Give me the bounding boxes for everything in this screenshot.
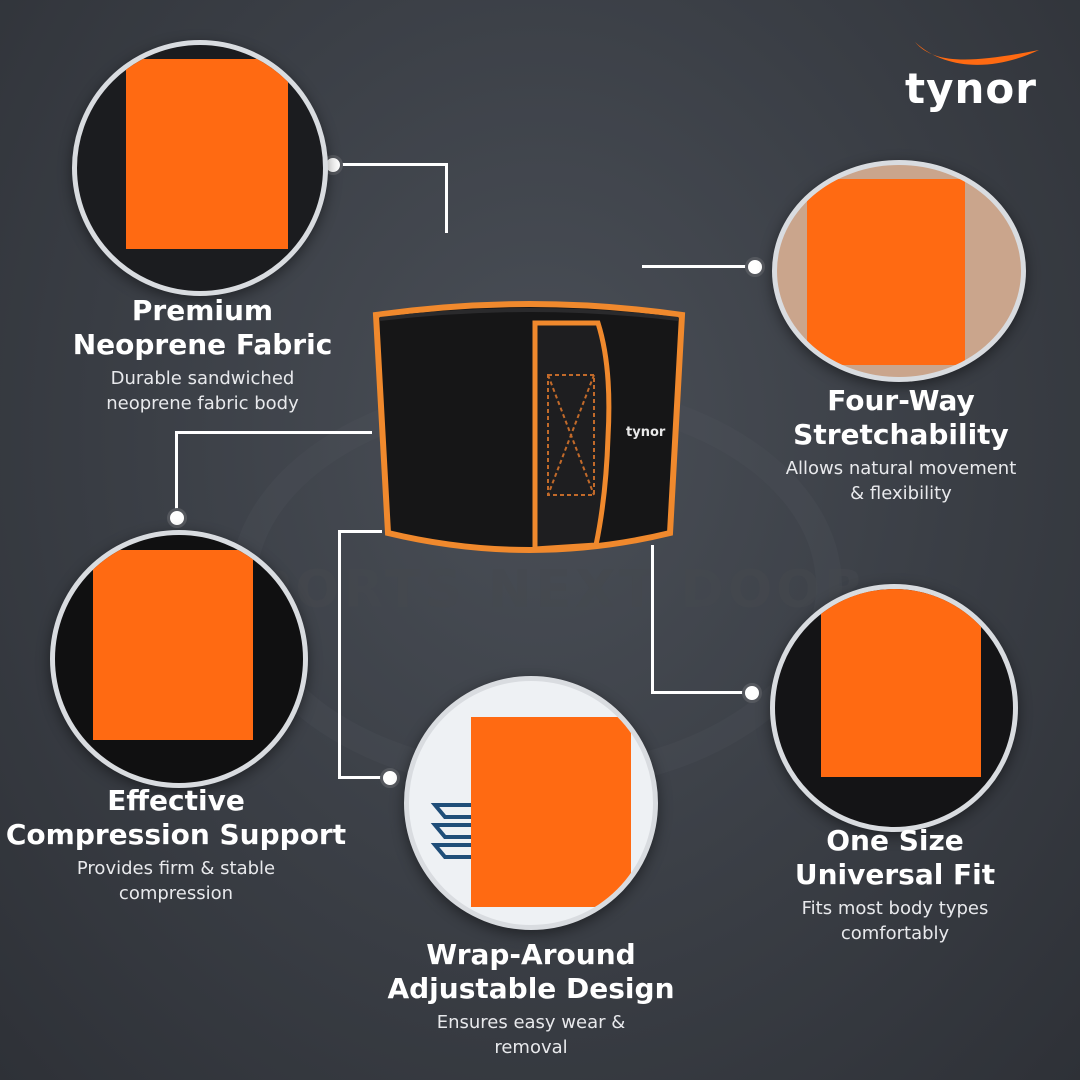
- feature-description: Ensures easy wear & removal: [370, 1010, 692, 1060]
- feature-title: Stretchability: [793, 418, 1009, 451]
- brand-logo: tynor: [905, 36, 1055, 116]
- feature-image-wrap-around: [404, 676, 658, 930]
- feature-title: Effective: [107, 784, 245, 817]
- description-line: Durable sandwiched: [110, 368, 295, 389]
- feature-description: Durable sandwiched neoprene fabric body: [40, 366, 365, 416]
- feature-title: Premium: [131, 294, 274, 327]
- connector-line: [445, 163, 448, 233]
- feature-title: Four-Way: [827, 384, 975, 417]
- description-line: Fits most body types: [801, 898, 989, 919]
- connector-line: [338, 530, 341, 778]
- image-placeholder: [821, 589, 981, 777]
- feature-description: Provides firm & stable compression: [0, 856, 352, 906]
- feature-four-way-stretch: Four-Way Stretchability Allows natural m…: [740, 384, 1062, 506]
- description-line: neoprene fabric body: [106, 393, 299, 414]
- description-line: & flexibility: [850, 483, 952, 504]
- feature-title: Wrap-Around: [426, 938, 636, 971]
- belt-brand-label: tynor: [626, 425, 666, 440]
- connector-dot: [745, 257, 765, 277]
- feature-wrap-around: Wrap-Around Adjustable Design Ensures ea…: [370, 938, 692, 1060]
- description-line: comfortably: [840, 923, 950, 944]
- feature-title: Neoprene Fabric: [72, 328, 333, 361]
- connector-dot: [380, 768, 400, 788]
- belt-illustration: [372, 301, 686, 553]
- feature-title: Compression Support: [5, 818, 347, 851]
- feature-description: Allows natural movement & flexibility: [740, 456, 1062, 506]
- connector-line: [651, 545, 654, 693]
- description-line: removal: [494, 1037, 568, 1058]
- logo-text: tynor: [905, 64, 1037, 113]
- connector-line: [340, 163, 448, 166]
- connector-line: [651, 691, 747, 694]
- feature-universal-fit: One Size Universal Fit Fits most body ty…: [736, 824, 1054, 946]
- logo-swoosh-icon: [915, 42, 1039, 65]
- description-line: Allows natural movement: [785, 458, 1017, 479]
- feature-compression-support: Effective Compression Support Provides f…: [0, 784, 352, 906]
- connector-dot: [742, 683, 762, 703]
- feature-title: Universal Fit: [794, 858, 996, 891]
- image-placeholder: [126, 59, 288, 249]
- feature-image-neoprene: [72, 40, 328, 296]
- feature-image-stretch: [772, 160, 1026, 382]
- description-line: Provides firm & stable: [76, 858, 276, 879]
- watermark-text: SPORTS NEXT DOOR: [211, 560, 869, 620]
- image-placeholder: [471, 717, 631, 907]
- connector-line: [338, 530, 382, 533]
- image-placeholder: [93, 550, 253, 740]
- feature-image-universal-fit: [770, 584, 1018, 832]
- feature-title: Adjustable Design: [387, 972, 675, 1005]
- connector-dot: [167, 508, 187, 528]
- connector-line: [175, 431, 372, 434]
- waist-belt-image: tynor: [370, 297, 688, 567]
- description-line: compression: [118, 883, 234, 904]
- feature-title: One Size: [826, 824, 964, 857]
- feature-image-compression: [50, 530, 308, 788]
- description-line: Ensures easy wear &: [436, 1012, 626, 1033]
- connector-line: [642, 265, 752, 268]
- connector-line: [175, 431, 178, 513]
- feature-premium-neoprene: Premium Neoprene Fabric Durable sandwich…: [40, 294, 365, 416]
- feature-description: Fits most body types comfortably: [736, 896, 1054, 946]
- image-placeholder: [807, 179, 965, 365]
- connector-line: [338, 776, 384, 779]
